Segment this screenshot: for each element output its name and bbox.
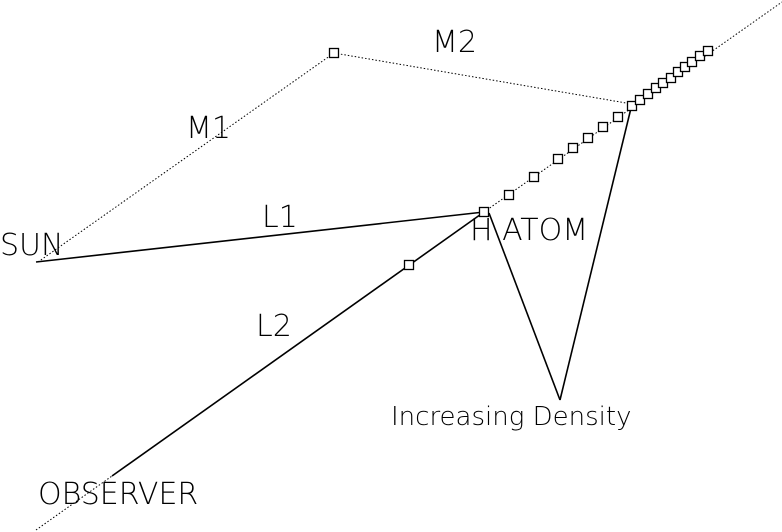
h-atom-label: H ATOM xyxy=(470,213,588,248)
m2-label: M2 xyxy=(432,25,477,60)
sample-point-marker xyxy=(686,56,698,68)
sun-label: SUN xyxy=(0,228,63,263)
ray-l1 xyxy=(35,211,485,263)
line-of-sight-solid xyxy=(111,211,485,477)
sample-point-marker xyxy=(665,72,677,84)
sample-point-marker xyxy=(702,45,714,57)
sample-point-marker xyxy=(567,142,579,154)
sample-point-marker xyxy=(597,121,609,133)
sample-point-marker xyxy=(478,206,490,218)
mirror-point-marker xyxy=(328,47,340,59)
l1-label: L1 xyxy=(262,200,298,235)
sample-point-marker xyxy=(582,132,594,144)
sample-point-marker xyxy=(634,94,646,106)
sample-point-marker xyxy=(626,100,638,112)
sample-point-marker xyxy=(503,189,515,201)
density-line-near xyxy=(488,212,561,401)
sample-point-marker xyxy=(642,88,654,100)
sample-point-marker xyxy=(403,259,415,271)
increasing-density-label: Increasing Density xyxy=(391,402,631,432)
density-line-far xyxy=(559,103,633,401)
line-of-sight-dotted-lower xyxy=(35,475,113,531)
m1-label: M1 xyxy=(186,111,231,146)
observer-label: OBSERVER xyxy=(38,477,198,512)
sample-point-markers xyxy=(328,45,714,271)
sample-point-marker xyxy=(552,153,564,165)
l2-label: L2 xyxy=(256,309,292,344)
sample-point-marker xyxy=(612,111,624,123)
ray-m2 xyxy=(333,52,633,105)
ray-m1 xyxy=(37,52,335,263)
sample-point-marker xyxy=(528,171,540,183)
